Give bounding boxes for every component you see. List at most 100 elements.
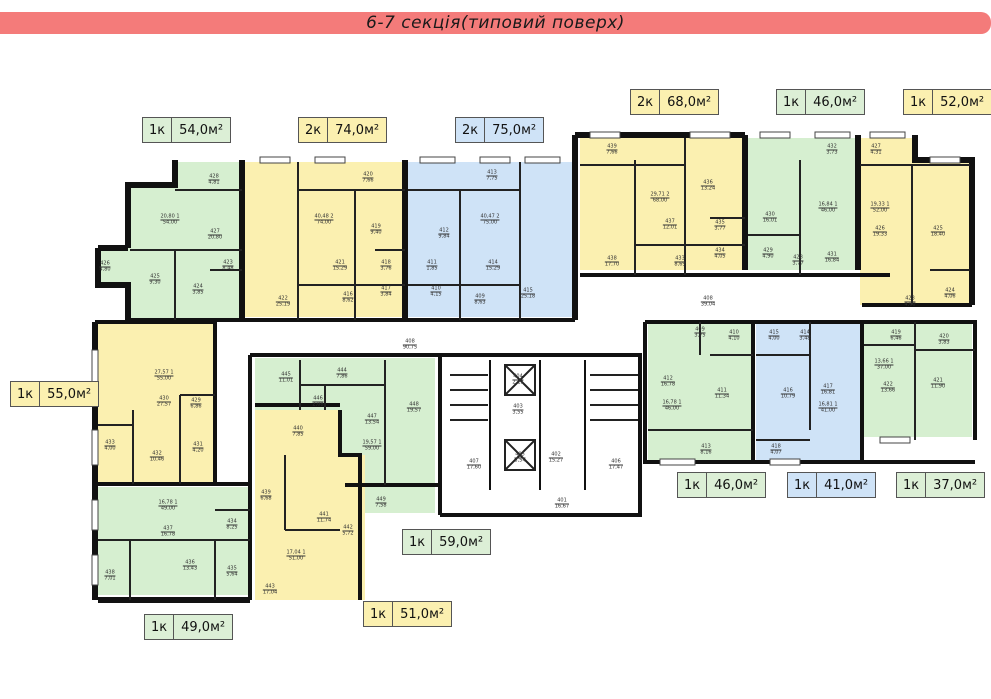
apartment-tag-1k-49[interactable]: 1к 49,0м² <box>144 614 234 640</box>
apartment-area: 54,0м² <box>179 122 224 138</box>
apartment-fill-1k-41[interactable] <box>756 322 861 462</box>
apartment-tag-1k-54[interactable]: 1к 54,0м² <box>142 117 232 143</box>
apartment-area: 37,0м² <box>933 477 978 493</box>
corridor <box>215 322 645 352</box>
apartment-area: 74,0м² <box>335 122 380 138</box>
apartment-fill-2k-68[interactable] <box>580 138 745 270</box>
apartment-fill-1k-54[interactable] <box>100 162 242 320</box>
apartment-tag-2k-74[interactable]: 2к 74,0м² <box>298 117 388 143</box>
apartment-fill-1k-46-top[interactable] <box>748 138 858 270</box>
rooms-count: 1к <box>904 90 934 114</box>
apartment-tag-1k-46-top[interactable]: 1к 46,0м² <box>776 89 866 115</box>
apartment-fill-2k-74[interactable] <box>245 162 405 317</box>
apartment-area: 55,0м² <box>47 386 92 402</box>
apartment-area: 41,0м² <box>824 477 869 493</box>
apartment-fill-1k-51[interactable] <box>255 410 365 600</box>
apartment-fill-1k-37[interactable] <box>864 322 972 437</box>
apartment-tag-1k-46-bottom[interactable]: 1к 46,0м² <box>677 472 767 498</box>
windows <box>91 131 961 586</box>
apartment-area: 46,0м² <box>714 477 759 493</box>
apartment-tag-1k-37[interactable]: 1к 37,0м² <box>896 472 986 498</box>
rooms-count: 1к <box>145 615 175 639</box>
apartment-tag-1k-51[interactable]: 1к 51,0м² <box>363 601 453 627</box>
apartment-tag-1k-41[interactable]: 1к 41,0м² <box>787 472 877 498</box>
rooms-count: 1к <box>403 530 433 554</box>
apartment-area: 51,0м² <box>400 606 445 622</box>
apartment-tag-1k-59[interactable]: 1к 59,0м² <box>402 529 492 555</box>
rooms-count: 1к <box>678 473 708 497</box>
apartment-tag-2k-68[interactable]: 2к 68,0м² <box>630 89 720 115</box>
apartment-area: 49,0м² <box>181 619 226 635</box>
apartment-tag-1k-55[interactable]: 1к 55,0м² <box>10 381 100 407</box>
interior-partitions <box>98 138 975 600</box>
rooms-count: 2к <box>299 118 329 142</box>
apartment-area: 75,0м² <box>492 122 537 138</box>
rooms-count: 1к <box>788 473 818 497</box>
apartment-tag-2k-75[interactable]: 2к 75,0м² <box>455 117 545 143</box>
apartment-fill-2k-75[interactable] <box>408 162 573 317</box>
apartment-tag-1k-52[interactable]: 1к 52,0м² <box>903 89 991 115</box>
apartment-fill-1k-52[interactable] <box>860 138 970 305</box>
